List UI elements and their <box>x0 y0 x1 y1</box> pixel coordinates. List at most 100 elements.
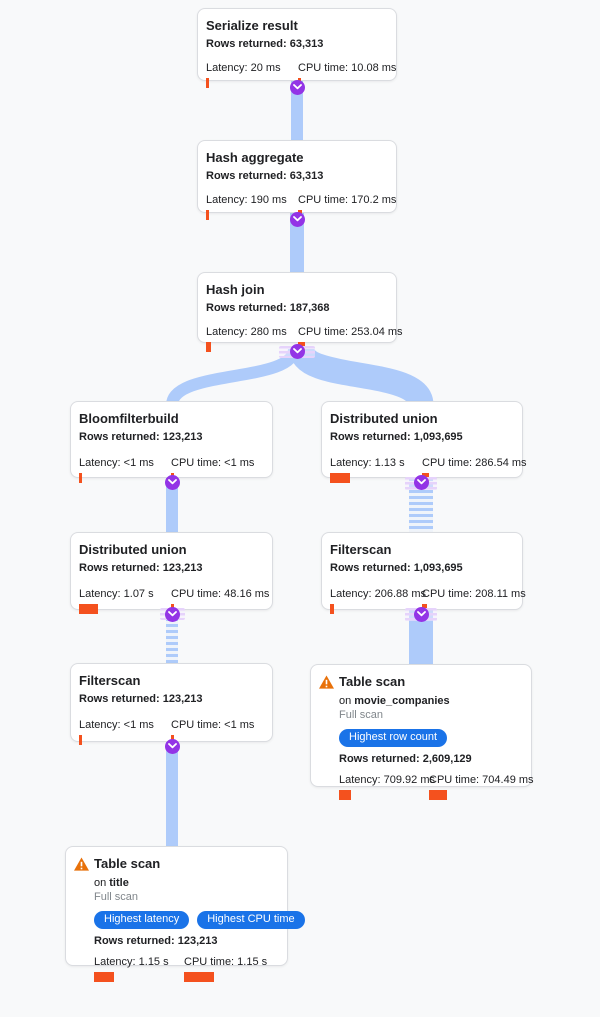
highest-row-count-badge: Highest row count <box>339 729 448 747</box>
rows-returned: Rows returned: 1,093,695 <box>330 562 463 574</box>
node-title: Filterscan <box>330 542 392 557</box>
collapse-toggle-hash-join[interactable] <box>289 343 305 359</box>
node-title: Hash aggregate <box>206 150 304 165</box>
rows-returned: Rows returned: 187,368 <box>206 302 330 314</box>
latency-label: Latency: 206.88 ms <box>330 588 427 600</box>
collapse-toggle-bloomfilterbuild[interactable] <box>164 474 180 490</box>
plan-node-hash-join[interactable]: Hash join Rows returned: 187,368 Latency… <box>197 272 403 352</box>
cpu-time-bar <box>184 972 214 982</box>
latency-label: Latency: 190 ms <box>206 194 287 206</box>
plan-node-bloomfilterbuild[interactable]: Bloomfilterbuild Rows returned: 123,213 … <box>70 401 273 483</box>
scan-type: Full scan <box>94 891 139 903</box>
latency-bar <box>79 473 82 483</box>
chevron-down-icon <box>167 611 177 617</box>
latency-label: Latency: 1.07 s <box>79 588 154 600</box>
latency-bar <box>339 790 351 800</box>
latency-bar <box>94 972 114 982</box>
plan-node-filterscan-right[interactable]: Filterscan Rows returned: 1,093,695 Late… <box>321 532 526 614</box>
latency-label: Latency: 20 ms <box>206 62 281 74</box>
warning-icon <box>74 857 89 871</box>
node-title: Distributed union <box>330 411 438 426</box>
on-prefix: on <box>94 877 107 889</box>
collapse-toggle-filterscan-left[interactable] <box>164 738 180 754</box>
latency-metric: Latency: 280 ms <box>206 326 298 352</box>
collapse-toggle-filterscan-right[interactable] <box>413 606 429 622</box>
highest-cpu-time-badge: Highest CPU time <box>197 911 305 929</box>
cpu-metric: CPU time: 208.11 ms <box>422 588 526 614</box>
cpu-time-label: CPU time: 1.15 s <box>184 956 268 968</box>
warning-icon <box>319 675 334 689</box>
badges: Highest row count <box>339 727 523 747</box>
latency-metric: Latency: 1.15 s <box>94 956 184 982</box>
plan-node-filterscan-left[interactable]: Filterscan Rows returned: 123,213 Latenc… <box>70 663 273 745</box>
rows-returned: Rows returned: 123,213 <box>94 935 218 947</box>
collapse-toggle-distributed-union-left[interactable] <box>164 606 180 622</box>
latency-label: Latency: 1.15 s <box>94 956 169 968</box>
latency-metric: Latency: <1 ms <box>79 457 171 483</box>
cpu-time-label: CPU time: 170.2 ms <box>298 194 397 206</box>
rows-returned: Rows returned: 123,213 <box>79 562 203 574</box>
node-title: Hash join <box>206 282 265 297</box>
latency-label: Latency: 1.13 s <box>330 457 405 469</box>
cpu-time-bar <box>429 790 447 800</box>
rows-returned: Rows returned: 63,313 <box>206 170 324 182</box>
plan-node-distributed-union-right[interactable]: Distributed union Rows returned: 1,093,6… <box>321 401 527 483</box>
highest-latency-badge: Highest latency <box>94 911 190 929</box>
cpu-metric: CPU time: 48.16 ms <box>171 588 269 614</box>
cpu-time-label: CPU time: 48.16 ms <box>171 588 270 600</box>
collapse-toggle-distributed-union-right[interactable] <box>413 474 429 490</box>
rows-returned: Rows returned: 2,609,129 <box>339 753 472 765</box>
plan-node-hash-aggregate[interactable]: Hash aggregate Rows returned: 63,313 Lat… <box>197 140 397 220</box>
badges: Highest latency Highest CPU time <box>94 909 305 929</box>
latency-metric: Latency: 709.92 ms <box>339 774 436 800</box>
latency-metric: Latency: <1 ms <box>79 719 171 745</box>
plan-node-serialize-result[interactable]: Serialize result Rows returned: 63,313 L… <box>197 8 397 88</box>
node-title: Distributed union <box>79 542 187 557</box>
latency-bar <box>206 78 209 88</box>
edge-serialize-to-hash-aggregate <box>291 81 303 140</box>
cpu-metric: CPU time: 704.49 ms <box>429 774 534 800</box>
plan-node-distributed-union-left[interactable]: Distributed union Rows returned: 123,213… <box>70 532 273 614</box>
latency-label: Latency: <1 ms <box>79 457 154 469</box>
cpu-metric: CPU time: 286.54 ms <box>422 457 527 483</box>
cpu-metric: CPU time: 10.08 ms <box>298 62 396 88</box>
node-title: Table scan <box>339 674 406 689</box>
cpu-metric: CPU time: 1.15 s <box>184 956 279 982</box>
cpu-metric: CPU time: <1 ms <box>171 719 264 745</box>
chevron-down-icon <box>167 479 177 485</box>
latency-metric: Latency: 1.13 s <box>330 457 422 483</box>
edge-hash-join-to-distributed-union <box>289 345 434 405</box>
node-title: Filterscan <box>79 673 141 688</box>
rows-returned: Rows returned: 1,093,695 <box>330 431 463 443</box>
cpu-time-label: CPU time: 208.11 ms <box>422 588 526 600</box>
node-title: Serialize result <box>206 18 298 33</box>
latency-label: Latency: 709.92 ms <box>339 774 436 786</box>
edge-filterscan-to-table-scan-title <box>166 742 178 846</box>
table-name: movie_companies <box>354 695 450 707</box>
latency-bar <box>206 210 209 220</box>
rows-returned: Rows returned: 123,213 <box>79 693 203 705</box>
cpu-time-label: CPU time: 704.49 ms <box>429 774 534 786</box>
latency-bar <box>79 604 98 614</box>
latency-metric: Latency: 20 ms <box>206 62 298 88</box>
edge-hash-join-to-bloomfilterbuild <box>166 347 300 405</box>
chevron-down-icon <box>292 84 302 90</box>
latency-bar <box>330 604 334 614</box>
latency-bar <box>206 342 211 352</box>
cpu-time-label: CPU time: 286.54 ms <box>422 457 527 469</box>
cpu-time-label: CPU time: <1 ms <box>171 457 255 469</box>
latency-label: Latency: <1 ms <box>79 719 154 731</box>
cpu-metric: CPU time: 170.2 ms <box>298 194 396 220</box>
cpu-time-label: CPU time: 253.04 ms <box>298 326 403 338</box>
latency-label: Latency: 280 ms <box>206 326 287 338</box>
collapse-toggle-serialize-result[interactable] <box>289 79 305 95</box>
on-prefix: on <box>339 695 352 707</box>
latency-metric: Latency: 206.88 ms <box>330 588 427 614</box>
collapse-toggle-hash-aggregate[interactable] <box>289 211 305 227</box>
node-title: Table scan <box>94 856 161 871</box>
